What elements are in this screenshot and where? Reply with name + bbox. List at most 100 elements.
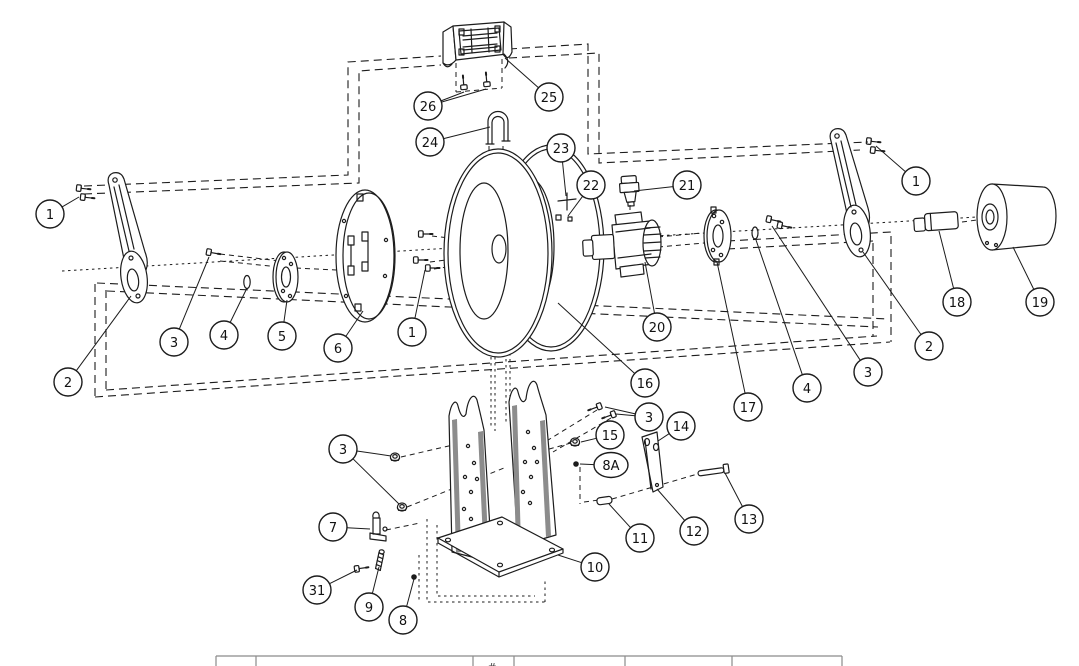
callout-bubble bbox=[634, 402, 664, 432]
callout-bubble bbox=[733, 392, 763, 422]
callout-12: 12 bbox=[656, 488, 709, 546]
callout-3: 3 bbox=[159, 256, 210, 357]
callout-1: 1 bbox=[35, 196, 80, 229]
callout-16: 16 bbox=[557, 302, 660, 398]
leader-line bbox=[440, 91, 465, 102]
leader-line bbox=[755, 239, 803, 375]
callout-bubble bbox=[388, 605, 418, 635]
callout-2: 2 bbox=[862, 251, 944, 361]
callout-number: 2 bbox=[925, 340, 933, 355]
setscrew-8 bbox=[411, 574, 417, 580]
callout-number: 11 bbox=[632, 532, 649, 547]
callout-bubble bbox=[53, 367, 83, 397]
stand-upright-right bbox=[508, 380, 557, 547]
callout-number: 3 bbox=[864, 366, 872, 381]
callout-bubble bbox=[534, 82, 564, 112]
arm-right-screws bbox=[865, 136, 886, 156]
u-pin bbox=[485, 110, 511, 145]
callout-11: 11 bbox=[608, 503, 655, 553]
leader-line bbox=[656, 488, 686, 521]
callout-bubble bbox=[1025, 287, 1055, 317]
callout-31: 31 bbox=[302, 569, 358, 605]
leader-line bbox=[283, 299, 288, 323]
roller-guide-bracket bbox=[442, 21, 513, 69]
callout-number: 2 bbox=[64, 376, 72, 391]
callout-bubble bbox=[209, 320, 239, 350]
callout-number: 18 bbox=[949, 296, 966, 311]
callout-bubble bbox=[625, 523, 655, 553]
callout-number: 7 bbox=[329, 521, 337, 536]
leader-line bbox=[608, 503, 631, 529]
callout-number: 9 bbox=[365, 601, 373, 616]
callout-bubble bbox=[642, 312, 672, 342]
callout-number: 4 bbox=[220, 329, 228, 344]
callout-number: 5 bbox=[278, 330, 286, 345]
callout-number: 20 bbox=[649, 321, 666, 336]
hub-flange-right bbox=[703, 206, 732, 266]
leader-line bbox=[716, 261, 746, 394]
callout-5: 5 bbox=[267, 299, 297, 351]
bracket-bolts bbox=[458, 71, 492, 91]
callout-number: 25 bbox=[541, 91, 558, 106]
callout-number: 24 bbox=[422, 136, 439, 151]
screw-3-left bbox=[204, 247, 222, 259]
setscrew-8a bbox=[573, 461, 579, 467]
callout-bubble bbox=[354, 592, 384, 622]
arm-left-screws bbox=[75, 183, 96, 203]
callout-bubble bbox=[159, 327, 189, 357]
callout-number: 8A bbox=[602, 459, 619, 474]
leader-line bbox=[938, 230, 955, 289]
leader-line bbox=[615, 413, 636, 417]
callout-number: 14 bbox=[673, 420, 690, 435]
leader-line bbox=[557, 554, 582, 564]
callout-number: 10 bbox=[587, 561, 604, 576]
leader-line bbox=[61, 196, 80, 208]
leader-line bbox=[604, 406, 636, 415]
callout-number: 3 bbox=[645, 411, 653, 426]
hose-clamp-parts bbox=[555, 192, 577, 222]
callout-bubble bbox=[672, 170, 702, 200]
callout-25: 25 bbox=[504, 57, 564, 112]
leader-line bbox=[352, 458, 400, 505]
leader-line bbox=[441, 88, 487, 103]
arm-left bbox=[107, 172, 148, 304]
base-plate bbox=[437, 516, 564, 578]
callout-bubble bbox=[595, 420, 625, 450]
latch-bracket-14 bbox=[641, 431, 664, 493]
leader-line bbox=[633, 186, 674, 192]
leader-line bbox=[443, 126, 491, 140]
leader-line bbox=[414, 269, 426, 319]
callout-2: 2 bbox=[53, 295, 132, 397]
callout-bubble bbox=[593, 451, 629, 479]
callout-bubble bbox=[397, 317, 427, 347]
callout-bubble bbox=[415, 127, 445, 157]
leader-line bbox=[557, 302, 636, 374]
callout-number: 1 bbox=[408, 326, 416, 341]
callout-bubble bbox=[302, 575, 332, 605]
callout-bubble bbox=[576, 170, 606, 200]
callout-3: 3 bbox=[604, 402, 664, 432]
callout-bubble bbox=[630, 368, 660, 398]
callout-number: 22 bbox=[583, 179, 600, 194]
callout-24: 24 bbox=[415, 126, 491, 157]
callout-number: 8 bbox=[399, 614, 407, 629]
leader-line bbox=[771, 225, 861, 361]
callout-22: 22 bbox=[567, 170, 606, 217]
callout-8: 8 bbox=[388, 578, 418, 635]
leader-line bbox=[356, 450, 392, 457]
callout-number: 17 bbox=[740, 401, 757, 416]
reel-disc-plate bbox=[335, 189, 396, 323]
callout-bubble bbox=[318, 512, 348, 542]
callout-bubble bbox=[323, 333, 353, 363]
callout-bubble bbox=[580, 552, 610, 582]
leader-line bbox=[345, 310, 364, 337]
callout-number: 12 bbox=[686, 525, 703, 540]
reel-spool bbox=[443, 144, 605, 358]
leader-line bbox=[1012, 246, 1035, 290]
callout-number: 3 bbox=[170, 336, 178, 351]
callout-4: 4 bbox=[755, 239, 822, 403]
leader-line bbox=[562, 161, 567, 197]
callout-1: 1 bbox=[397, 269, 427, 347]
leader-line bbox=[329, 569, 358, 585]
